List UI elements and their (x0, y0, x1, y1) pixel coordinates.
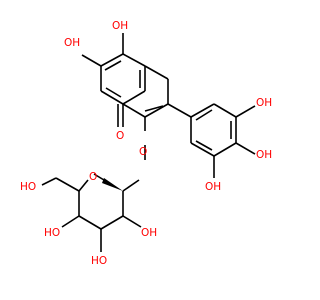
bond (100, 90, 124, 105)
bond (104, 60, 122, 71)
bond (195, 109, 213, 121)
ring-a (100, 53, 146, 105)
bond (122, 103, 146, 118)
bond (122, 215, 142, 228)
bond (122, 90, 146, 105)
bond (78, 179, 89, 192)
bond (167, 103, 192, 118)
bond (122, 53, 146, 67)
oh-label: OH (256, 149, 272, 161)
ring-c (167, 103, 256, 178)
bond (144, 103, 169, 118)
bond (100, 53, 124, 67)
bond (81, 54, 102, 67)
ring-b (117, 65, 169, 131)
oh-label: OH (205, 181, 221, 193)
bond (213, 103, 237, 118)
bond (122, 179, 140, 192)
wedge-bond (102, 178, 123, 191)
ho-label: HO (20, 181, 36, 193)
atom-labels: OH OH OH OH OH O O O HO HO HO OH (20, 20, 272, 267)
bond (144, 65, 169, 80)
ho-label: HO (91, 255, 107, 267)
bond (235, 142, 256, 155)
ether-oxygen-label: O (139, 146, 147, 158)
molecule-canvas: OH OH OH OH OH O O O HO HO HO OH (20, 20, 272, 267)
oh-label: OH (112, 20, 128, 32)
bond (235, 105, 256, 118)
molecule-structure: OH OH OH OH OH O O O HO HO HO OH (20, 20, 272, 267)
bond (190, 142, 215, 157)
ring-oxygen-label: O (89, 171, 97, 183)
ho-label: HO (44, 227, 60, 239)
bond (78, 215, 102, 230)
bond (55, 177, 80, 192)
bond (195, 140, 213, 151)
bond (61, 215, 80, 228)
bond (93, 173, 105, 181)
oh-label: OH (256, 97, 272, 109)
oh-label: OH (141, 227, 157, 239)
bond (190, 103, 215, 118)
sugar-ring (41, 145, 146, 252)
bond (41, 177, 57, 186)
ketone-oxygen-label: O (116, 130, 124, 142)
bond (100, 215, 124, 230)
bond (144, 105, 164, 112)
bond (105, 87, 122, 98)
bond (213, 142, 237, 157)
oh-label: OH (64, 37, 80, 49)
